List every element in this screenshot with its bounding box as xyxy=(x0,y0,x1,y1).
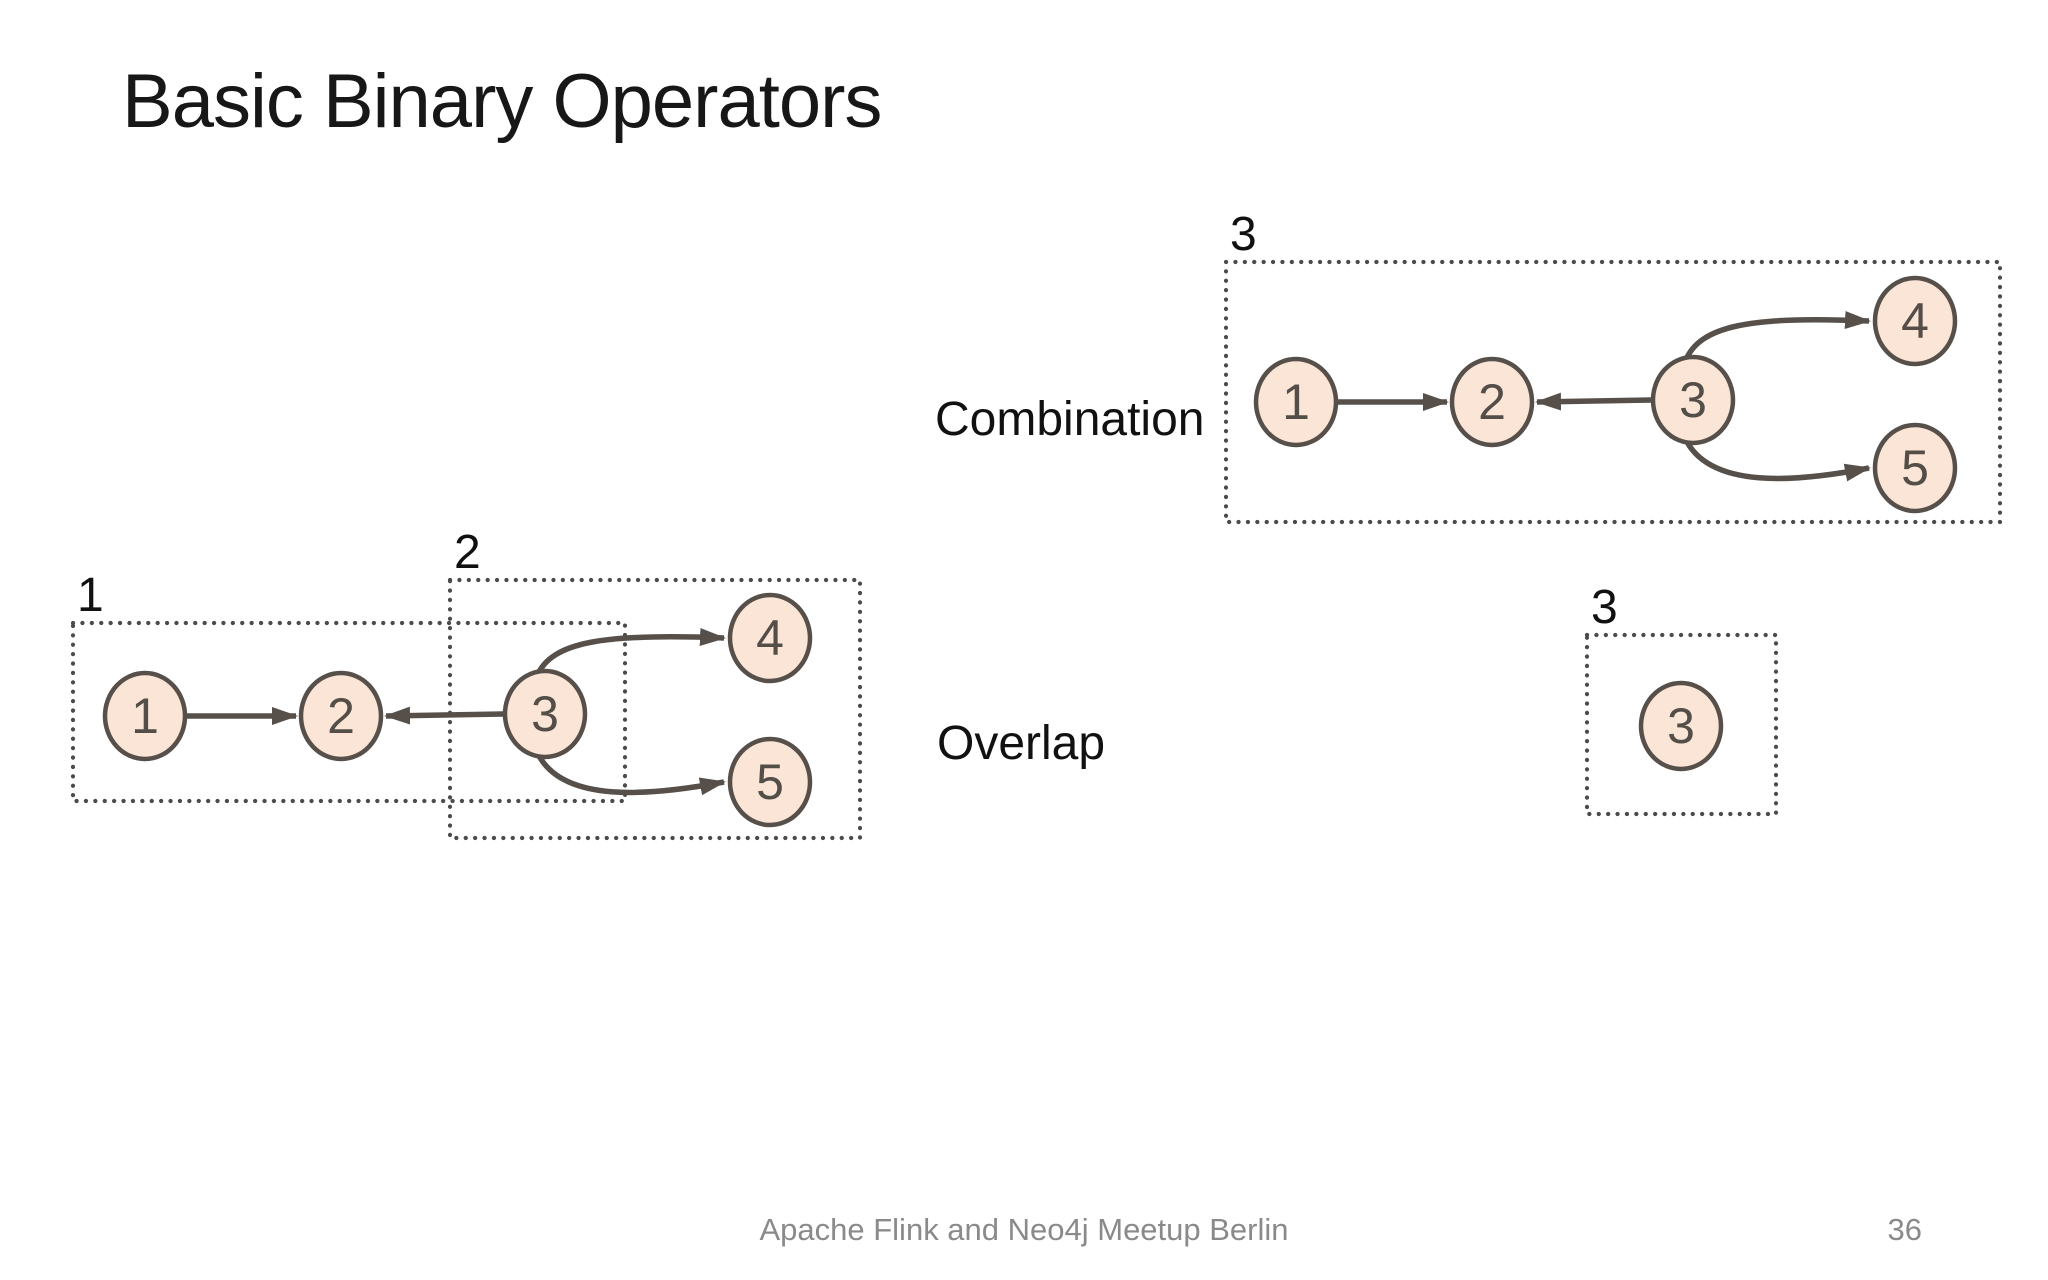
subgraph-box-label: 3 xyxy=(1591,581,1618,634)
subgraph-box-3 xyxy=(1223,259,2003,525)
node-2 xyxy=(298,670,384,762)
node-4 xyxy=(1872,275,1958,367)
subgraph-box-label: 3 xyxy=(1230,208,1257,261)
subgraph-box-label: 2 xyxy=(454,526,481,579)
node-5 xyxy=(727,736,813,828)
page-title: Basic Binary Operators xyxy=(122,59,882,144)
input-graphs: 1 2 1 2 3 4 5 xyxy=(70,526,863,841)
node-label: 4 xyxy=(756,610,784,666)
combination-result: 3 1 2 3 4 5 xyxy=(1223,208,2003,525)
node-5 xyxy=(1872,422,1958,514)
node-label: 3 xyxy=(1679,372,1707,428)
node-label: 2 xyxy=(327,688,355,744)
node-3 xyxy=(1650,354,1736,446)
node-1 xyxy=(102,670,188,762)
page-number: 36 xyxy=(1887,1212,1922,1247)
subgraph-box-label: 1 xyxy=(77,569,104,622)
subgraph-box-2 xyxy=(447,577,863,841)
edge-3-4 xyxy=(1682,310,1871,364)
node-4 xyxy=(727,592,813,684)
edge-3-5 xyxy=(534,750,726,796)
subgraph-box-3 xyxy=(1584,632,1779,817)
edge-3-2 xyxy=(384,706,504,725)
node-label: 1 xyxy=(131,688,159,744)
node-3 xyxy=(1638,680,1724,772)
node-2 xyxy=(1449,356,1535,448)
node-label: 1 xyxy=(1282,374,1310,430)
overlap-operator-label: Overlap xyxy=(937,717,1106,770)
node-label: 2 xyxy=(1478,374,1506,430)
footer-text: Apache Flink and Neo4j Meetup Berlin xyxy=(759,1212,1289,1247)
node-label: 3 xyxy=(531,686,559,742)
combination-operator-label: Combination xyxy=(935,393,1205,446)
node-label: 5 xyxy=(1901,440,1929,496)
subgraph-box-1 xyxy=(70,620,628,804)
overlap-result: 33 xyxy=(1584,581,1779,817)
edge-3-2 xyxy=(1535,392,1652,411)
edge-3-5 xyxy=(1682,436,1871,482)
node-label: 3 xyxy=(1667,698,1695,754)
edge-3-4 xyxy=(534,628,726,678)
node-label: 5 xyxy=(756,754,784,810)
node-3 xyxy=(502,668,588,760)
node-1 xyxy=(1253,356,1339,448)
node-label: 4 xyxy=(1901,293,1929,349)
